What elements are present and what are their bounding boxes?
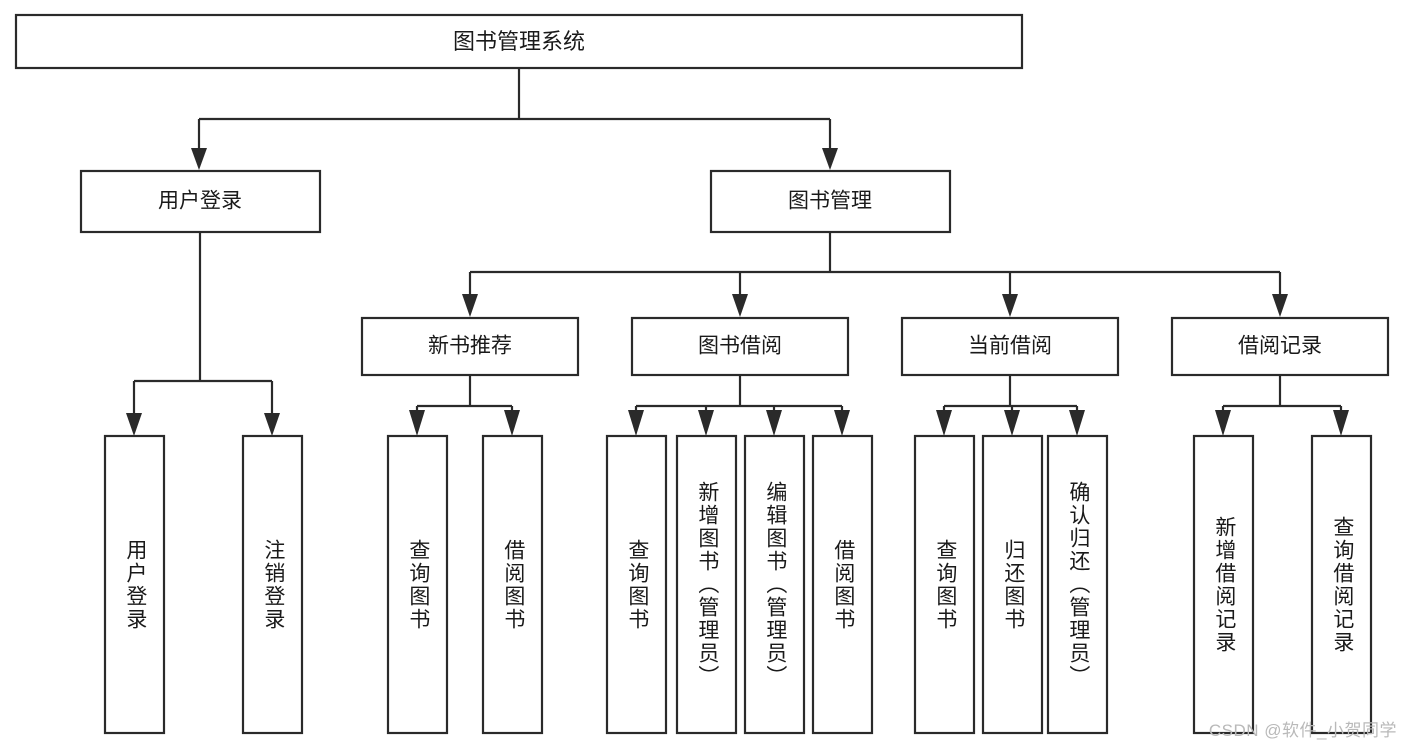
- node-root-system[interactable]: 图书管理系统: [14, 13, 1024, 70]
- node-borrow-record-box[interactable]: [1170, 316, 1390, 377]
- leaf-borrow-record-2-label: 查询借阅记录: [1330, 515, 1354, 654]
- arrow-bookborrow-l2-icon: [698, 410, 714, 436]
- leaf-new-book-1-label: 查询图书: [406, 538, 430, 631]
- csdn-watermark: CSDN @软件_小贺同学: [1208, 721, 1397, 740]
- arrow-newbook-l2-icon: [504, 410, 520, 436]
- leaf-book-borrow-1-box[interactable]: [605, 434, 668, 735]
- leaf-current-borrow-1-box[interactable]: [913, 434, 976, 735]
- arrow-bookborrow-l4-icon: [834, 410, 850, 436]
- node-new-book-recommend-box[interactable]: [360, 316, 580, 377]
- leaf-book-borrow-1-label: 查询图书: [625, 538, 649, 631]
- leaf-new-book-2-label: 借阅图书: [501, 538, 525, 631]
- arrow-root-to-login-icon: [191, 148, 207, 170]
- node-book-borrow[interactable]: 图书借阅: [630, 316, 850, 377]
- node-book-management-box[interactable]: [709, 169, 952, 234]
- node-borrow-record[interactable]: 借阅记录: [1170, 316, 1390, 377]
- node-book-management-label: 图书管理: [788, 190, 872, 213]
- node-book-management[interactable]: 图书管理: [709, 169, 952, 234]
- leaf-user-login-1-box[interactable]: [103, 434, 166, 735]
- node-root-system-label: 图书管理系统: [453, 29, 585, 54]
- leaf-current-borrow-2-box[interactable]: [981, 434, 1044, 735]
- leaf-book-borrow-2-box[interactable]: [675, 434, 738, 735]
- leaf-book-borrow-3-box[interactable]: [743, 434, 806, 735]
- arrow-borrowrec-l1-icon: [1215, 410, 1231, 436]
- node-borrow-record-label: 借阅记录: [1238, 335, 1322, 358]
- leaf-user-login-2-box[interactable]: [241, 434, 304, 735]
- node-root-system-box[interactable]: [14, 13, 1024, 70]
- arrow-bookmgmt-c2-icon: [732, 294, 748, 317]
- node-current-borrow-label: 当前借阅: [968, 335, 1052, 358]
- leaf-book-borrow-3-label: 编辑图书（管理员）: [763, 481, 787, 688]
- node-book-borrow-box[interactable]: [630, 316, 850, 377]
- arrow-curborrow-l1-icon: [936, 410, 952, 436]
- arrow-login-child1-icon: [126, 413, 142, 436]
- arrow-bookborrow-l3-icon: [766, 410, 782, 436]
- leaf-book-borrow-4-label: 借阅图书: [831, 538, 855, 631]
- node-current-borrow[interactable]: 当前借阅: [900, 316, 1120, 377]
- leaf-current-borrow-2-label: 归还图书: [1001, 538, 1025, 631]
- leaf-borrow-record-1-box[interactable]: [1192, 434, 1255, 735]
- arrow-bookmgmt-c4-icon: [1272, 294, 1288, 317]
- leaf-current-borrow-3-label: 确认归还（管理员）: [1066, 481, 1090, 688]
- leaf-book-borrow-2-label: 新增图书（管理员）: [695, 481, 719, 688]
- node-new-book-recommend-label: 新书推荐: [428, 335, 512, 358]
- arrow-login-child2-icon: [264, 413, 280, 436]
- arrow-borrowrec-l2-icon: [1333, 410, 1349, 436]
- arrow-bookmgmt-c3-icon: [1002, 294, 1018, 317]
- leaf-book-borrow-4-box[interactable]: [811, 434, 874, 735]
- leaf-new-book-1-box[interactable]: [386, 434, 449, 735]
- node-book-borrow-label: 图书借阅: [698, 335, 782, 358]
- leaf-user-login-2-label: 注销登录: [261, 538, 285, 631]
- node-user-login[interactable]: 用户登录: [79, 169, 322, 234]
- arrow-curborrow-l3-icon: [1069, 410, 1085, 436]
- node-new-book-recommend[interactable]: 新书推荐: [360, 316, 580, 377]
- arrow-root-to-bookmgmt-icon: [822, 148, 838, 170]
- leaf-borrow-record-1-label: 新增借阅记录: [1212, 515, 1236, 654]
- leaf-borrow-record-2-box[interactable]: [1310, 434, 1373, 735]
- leaf-user-login-1-label: 用户登录: [123, 538, 147, 631]
- arrow-bookmgmt-c1-icon: [462, 294, 478, 317]
- leaf-current-borrow-3-box[interactable]: [1046, 434, 1109, 735]
- arrow-bookborrow-l1-icon: [628, 410, 644, 436]
- leaf-current-borrow-1-label: 查询图书: [933, 538, 957, 631]
- arrow-curborrow-l2-icon: [1004, 410, 1020, 436]
- arrow-newbook-l1-icon: [409, 410, 425, 436]
- leaf-new-book-2-box[interactable]: [481, 434, 544, 735]
- node-user-login-label: 用户登录: [158, 190, 242, 213]
